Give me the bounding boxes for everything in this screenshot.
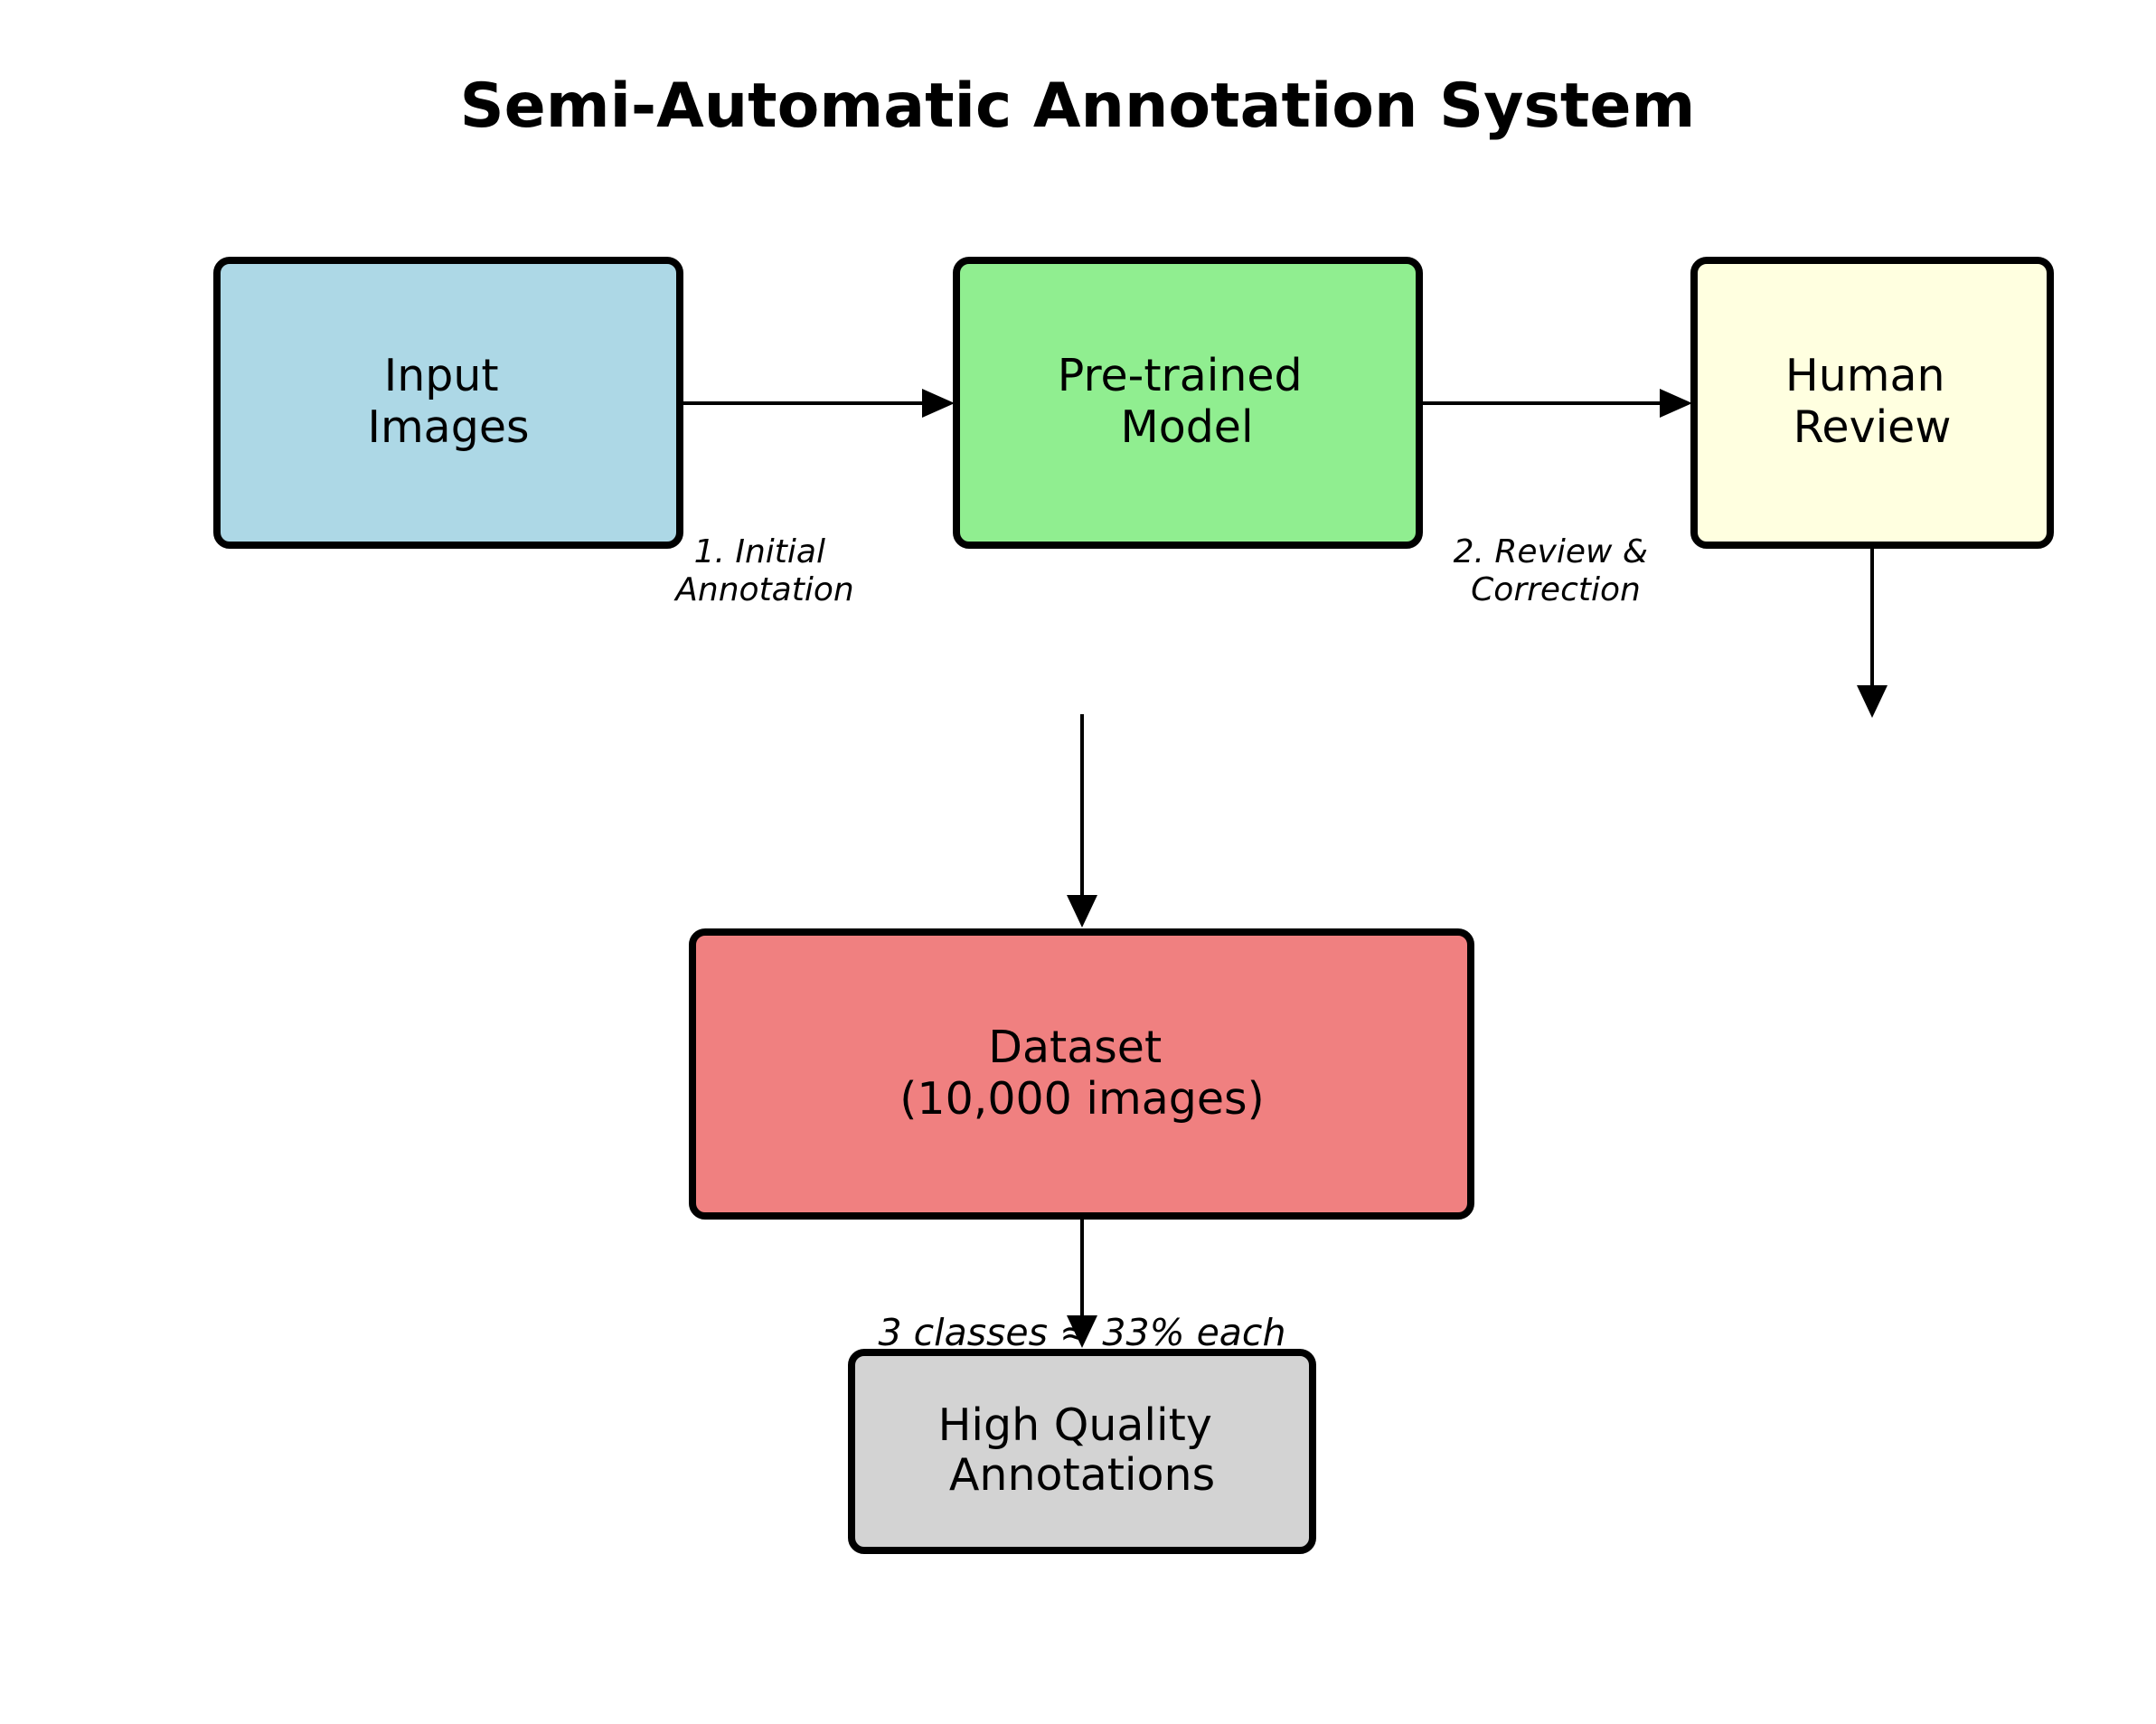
edge-label-review-correction: 2. Review & Correction: [1454, 533, 1659, 608]
diagram-title: Semi-Automatic Annotation System: [460, 71, 1696, 142]
edge-label-classes: 3 classes ≈ 33% each: [879, 1311, 1286, 1354]
arrowhead-icon: [1857, 685, 1888, 718]
arrowhead-icon: [1067, 895, 1097, 928]
edge-model-to-review: [1419, 389, 1692, 418]
node-box: [213, 257, 683, 549]
node-box: [1690, 257, 2054, 549]
node-dataset: Dataset (10,000 images): [689, 928, 1474, 1220]
node-label: Dataset (10,000 images): [899, 1022, 1264, 1125]
node-label: Human Review: [1785, 350, 1959, 453]
node-box: [953, 257, 1423, 549]
node-label: Pre-trained Model: [1058, 350, 1316, 453]
node-label: High Quality Annotations: [938, 1399, 1227, 1501]
arrowhead-icon: [1067, 1315, 1097, 1348]
node-box: [689, 928, 1474, 1220]
node-box: [848, 1349, 1316, 1554]
edge-into-dataset: [1067, 714, 1097, 928]
edge-label-initial-annotation: 1. Initial Annotation: [673, 533, 853, 608]
node-high-quality-annotations: High Quality Annotations: [848, 1349, 1316, 1554]
node-human-review: Human Review: [1690, 257, 2054, 549]
arrowhead-icon: [1660, 389, 1692, 418]
edge-review-down: [1857, 546, 1888, 718]
arrowhead-icon: [922, 389, 955, 418]
edge-dataset-to-output: [1067, 1217, 1097, 1348]
edge-input-to-model: [680, 389, 955, 418]
node-label: Input Images: [368, 350, 530, 453]
node-input-images: Input Images: [213, 257, 683, 549]
node-pretrained-model: Pre-trained Model: [953, 257, 1423, 549]
